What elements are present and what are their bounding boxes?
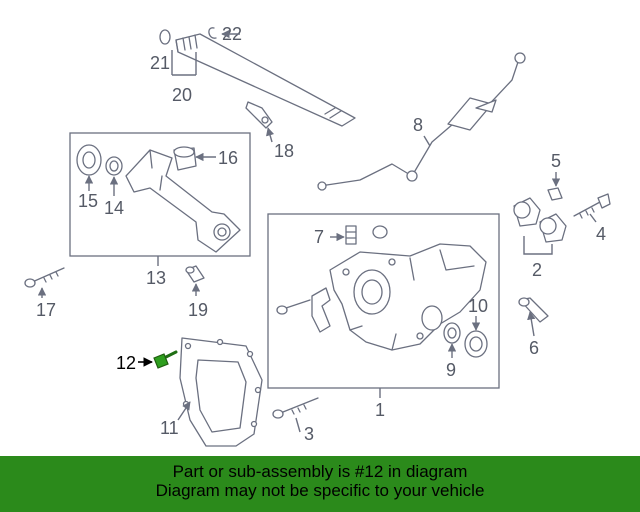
- vent-hose-harness-8: [317, 52, 526, 191]
- bushing-16: [173, 146, 197, 171]
- bolt-3: [272, 397, 319, 419]
- fitment-notice-banner: Part or sub-assembly is #12 in diagram D…: [0, 456, 640, 512]
- plug: [372, 225, 388, 239]
- bushing-2a: [513, 197, 541, 227]
- callout-10[interactable]: 10: [468, 296, 488, 316]
- seal-15: [76, 144, 102, 176]
- differential-cover-11: [179, 337, 263, 447]
- assembly-box-1: [267, 213, 500, 389]
- callout-4[interactable]: 4: [596, 224, 606, 244]
- callout-18[interactable]: 18: [274, 141, 294, 161]
- seal-10: [464, 330, 488, 358]
- bushing-2b: [539, 213, 567, 243]
- crossmember-13: [125, 149, 241, 253]
- nut-5: [547, 187, 563, 201]
- bracket-18: [245, 101, 273, 129]
- differential-carrier: [329, 243, 487, 351]
- callout-14[interactable]: 14: [104, 198, 124, 218]
- banner-line-part-number: Part or sub-assembly is #12 in diagram: [172, 462, 468, 481]
- seal-ring-21: [159, 29, 171, 45]
- vent-7: [345, 225, 357, 245]
- bracket-6: [518, 297, 549, 323]
- bolt-17: [24, 267, 65, 288]
- clip-22: [208, 27, 217, 39]
- callout-9[interactable]: 9: [446, 360, 456, 380]
- callout-6[interactable]: 6: [529, 338, 539, 358]
- axle-shaft-20: [175, 33, 356, 127]
- seal-9: [443, 322, 461, 344]
- callout-12[interactable]: 12: [116, 353, 136, 373]
- bolt-with-bracket: [276, 287, 331, 333]
- callout-21[interactable]: 21: [150, 53, 170, 73]
- callout-17[interactable]: 17: [36, 300, 56, 320]
- callout-20[interactable]: 20: [172, 85, 192, 105]
- callout-2[interactable]: 2: [532, 260, 542, 280]
- bolt-4: [573, 193, 611, 219]
- callout-15[interactable]: 15: [78, 191, 98, 211]
- callout-13[interactable]: 13: [146, 268, 166, 288]
- callout-19[interactable]: 19: [188, 300, 208, 320]
- callout-7[interactable]: 7: [314, 227, 324, 247]
- callout-5[interactable]: 5: [551, 151, 561, 171]
- callout-11[interactable]: 11: [160, 418, 179, 438]
- exploded-parts-diagram: 22 21 20 18 8 16 15 14: [24, 24, 611, 447]
- callout-3[interactable]: 3: [304, 424, 314, 444]
- bearing-14: [105, 156, 123, 176]
- callout-1[interactable]: 1: [375, 400, 385, 420]
- assembly-box-13: [69, 132, 251, 257]
- callout-8[interactable]: 8: [413, 115, 423, 135]
- banner-line-disclaimer: Diagram may not be specific to your vehi…: [155, 481, 485, 500]
- fitting-19: [185, 265, 205, 283]
- cover-bolt-12-highlighted[interactable]: [153, 350, 178, 369]
- callout-16[interactable]: 16: [218, 148, 238, 168]
